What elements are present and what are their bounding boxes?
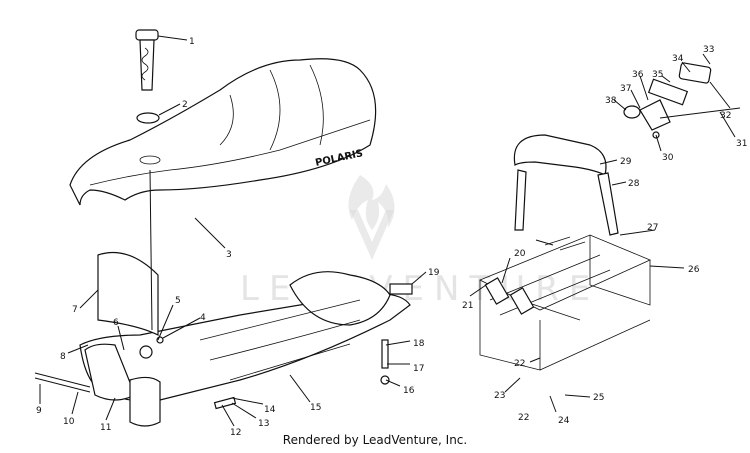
fuel-cap-part xyxy=(135,29,159,91)
callout-32: 32 xyxy=(720,111,731,121)
footer-credit: Rendered by LeadVenture, Inc. xyxy=(282,433,468,447)
callout-23: 23 xyxy=(494,391,505,401)
callout-15: 15 xyxy=(310,403,321,413)
callout-38: 38 xyxy=(605,96,617,106)
callout-36: 36 xyxy=(632,70,644,80)
callout-29: 29 xyxy=(620,157,632,167)
callout-21: 21 xyxy=(462,301,473,311)
backrest-part xyxy=(513,134,619,236)
callout-6: 6 xyxy=(113,318,119,328)
callout-8: 8 xyxy=(60,352,66,362)
callout-labels: 1 2 3 4 5 6 7 8 9 10 11 12 13 14 15 16 1… xyxy=(36,37,747,438)
callout-3: 3 xyxy=(226,250,232,260)
callout-19: 19 xyxy=(428,268,440,278)
callout-2: 2 xyxy=(182,100,188,110)
callout-14: 14 xyxy=(264,405,276,415)
callout-31: 31 xyxy=(736,139,747,149)
callout-17: 17 xyxy=(413,364,424,374)
taillight-assembly xyxy=(623,62,741,139)
fuel-tank-assembly xyxy=(34,169,413,427)
callout-5: 5 xyxy=(175,296,181,306)
callout-35: 35 xyxy=(652,70,663,80)
callout-12: 12 xyxy=(230,428,241,438)
callout-22-upper: 22 xyxy=(514,359,525,369)
callout-30: 30 xyxy=(662,153,674,163)
callout-9: 9 xyxy=(36,406,42,416)
callout-1: 1 xyxy=(189,37,195,47)
seat-part: POLARIS xyxy=(69,58,377,206)
callout-28: 28 xyxy=(628,179,640,189)
callout-16: 16 xyxy=(403,386,415,396)
callout-34: 34 xyxy=(672,54,684,64)
callout-27: 27 xyxy=(647,223,658,233)
grommet-part xyxy=(136,112,160,124)
callout-10: 10 xyxy=(63,417,75,427)
callout-22-lower: 22 xyxy=(518,413,529,423)
callout-26: 26 xyxy=(688,265,700,275)
callout-25: 25 xyxy=(593,393,604,403)
callout-24: 24 xyxy=(558,416,570,426)
callout-20: 20 xyxy=(514,249,526,259)
leader-lines xyxy=(39,35,736,427)
callout-7: 7 xyxy=(72,305,78,315)
callout-11: 11 xyxy=(100,423,111,433)
callout-33: 33 xyxy=(703,45,714,55)
callout-4: 4 xyxy=(200,313,206,323)
callout-18: 18 xyxy=(413,339,425,349)
luggage-rack-part xyxy=(479,234,652,371)
callout-13: 13 xyxy=(258,419,269,429)
callout-37: 37 xyxy=(620,84,631,94)
watermark-logo xyxy=(348,175,395,260)
